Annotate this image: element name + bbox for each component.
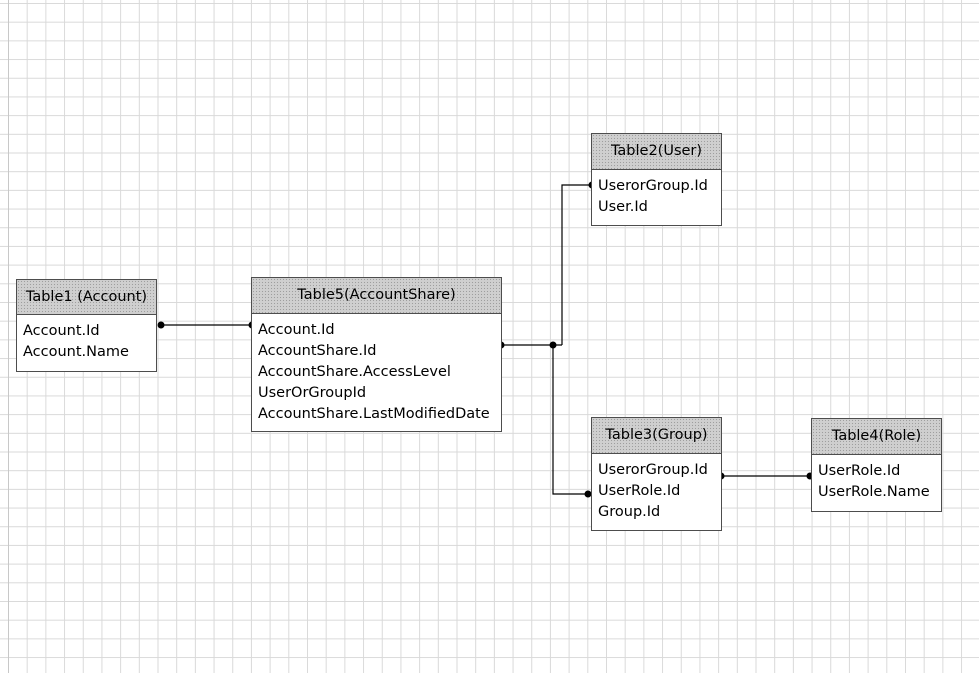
- field-user-id: User.Id: [598, 199, 648, 215]
- connector-junction-user[interactable]: [561, 184, 592, 345]
- field-role-userrole-id: UserRole.Id: [818, 463, 901, 479]
- table-user-title: Table2(User): [610, 143, 703, 159]
- field-group-userrole-id: UserRole.Id: [598, 483, 681, 499]
- table-group-header: Table3(Group): [592, 418, 721, 454]
- connector-endpoint-dot: [584, 490, 592, 498]
- table-group-fields: UserorGroup.Id UserRole.Id Group.Id: [592, 454, 721, 523]
- grid-margin-line: [8, 0, 9, 673]
- table-group[interactable]: Table3(Group) UserorGroup.Id UserRole.Id…: [591, 417, 722, 531]
- table-user-header: Table2(User): [592, 134, 721, 170]
- field-user-userorgroup-id: UserorGroup.Id: [598, 178, 708, 194]
- table-account[interactable]: Table1 (Account) Account.Id Account.Name: [16, 279, 157, 372]
- table-role-header: Table4(Role): [812, 419, 941, 455]
- field-group-id: Group.Id: [598, 504, 661, 520]
- table-accountshare-header: Table5(AccountShare): [252, 278, 501, 314]
- field-account-id: Account.Id: [23, 323, 100, 339]
- table-accountshare[interactable]: Table5(AccountShare) Account.Id AccountS…: [251, 277, 502, 432]
- field-accountshare-accesslevel: AccountShare.AccessLevel: [258, 364, 451, 380]
- field-accountshare-userorgroupid: UserOrGroupId: [258, 385, 367, 401]
- table-accountshare-title: Table5(AccountShare): [297, 287, 456, 303]
- connector-endpoint-dot: [157, 321, 165, 329]
- field-group-userorgroup-id: UserorGroup.Id: [598, 462, 708, 478]
- table-user-fields: UserorGroup.Id User.Id: [592, 170, 721, 218]
- table-role[interactable]: Table4(Role) UserRole.Id UserRole.Name: [811, 418, 942, 512]
- table-user[interactable]: Table2(User) UserorGroup.Id User.Id: [591, 133, 722, 226]
- field-accountshare-id: AccountShare.Id: [258, 343, 377, 359]
- table-role-fields: UserRole.Id UserRole.Name: [812, 455, 941, 503]
- table-account-title: Table1 (Account): [25, 289, 148, 305]
- connector-junction-dot: [549, 341, 557, 349]
- table-role-title: Table4(Role): [831, 428, 922, 444]
- field-account-name: Account.Name: [23, 344, 129, 360]
- field-accountshare-account-id: Account.Id: [258, 322, 335, 338]
- field-role-userrole-name: UserRole.Name: [818, 484, 930, 500]
- table-account-fields: Account.Id Account.Name: [17, 315, 156, 363]
- table-accountshare-fields: Account.Id AccountShare.Id AccountShare.…: [252, 314, 501, 425]
- connector-junction-group[interactable]: [552, 345, 588, 495]
- field-accountshare-lastmodifieddate: AccountShare.LastModifiedDate: [258, 406, 490, 422]
- table-account-header: Table1 (Account): [17, 280, 156, 315]
- table-group-title: Table3(Group): [605, 427, 708, 443]
